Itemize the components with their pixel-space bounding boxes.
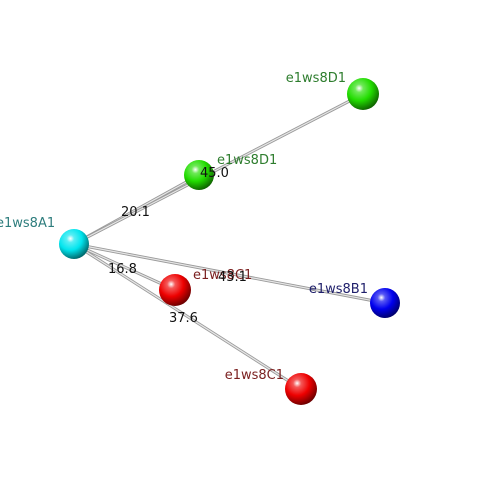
node-label: e1ws8D1 (217, 153, 277, 168)
edge-distance-label: 37.6 (169, 311, 198, 326)
node-d1-far (347, 78, 379, 110)
node-a1 (59, 229, 89, 259)
node-d1-mid (184, 160, 214, 190)
nodes-layer (59, 78, 400, 405)
edge-highlight (73, 243, 302, 390)
node-label: e1ws8B1 (309, 282, 368, 297)
node-label: e1ws8D1 (286, 71, 346, 86)
edge-distance-label: 43.1 (218, 270, 247, 285)
labels-layer: e1ws8A1 e1ws8D1 e1ws8D1 e1ws8C1 e1ws8C1 e1ws8… (0, 71, 368, 383)
edge-distance-label: 45.0 (200, 166, 229, 181)
node-label: e1ws8C1 (225, 368, 284, 383)
edge-distance-label: 16.8 (108, 262, 137, 277)
node-b1 (370, 288, 400, 318)
edge-highlight (73, 243, 176, 291)
edge-distance-label: 20.1 (121, 205, 150, 220)
node-c1-mid (159, 274, 191, 306)
edge-highlight (73, 93, 364, 245)
node-label: e1ws8C1 (193, 268, 252, 283)
node-label: e1ws8A1 (0, 216, 55, 231)
node-c1-far (285, 373, 317, 405)
edge-highlight (73, 243, 386, 304)
edges-layer (72, 92, 387, 391)
